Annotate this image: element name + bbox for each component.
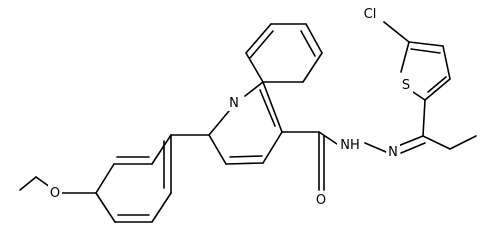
bond: [318, 131, 338, 145]
bond: [95, 163, 115, 194]
amide-nh-atom: NH: [337, 136, 363, 153]
bond: [449, 135, 477, 150]
bond: [400, 142, 426, 154]
bond: [259, 89, 276, 127]
carbonyl-oxygen-label: O: [316, 193, 326, 208]
bond: [422, 99, 426, 137]
sulfur-atom-label: S: [402, 78, 410, 93]
bond: [208, 110, 230, 136]
bond: [412, 91, 426, 101]
carbonyl-oxygen-atom: O: [314, 191, 328, 208]
bond: [397, 135, 424, 147]
bond: [408, 41, 444, 47]
bond: [427, 76, 447, 93]
hydrazone-nitrogen-atom: N: [386, 143, 400, 160]
bond: [244, 81, 264, 97]
chemical-structure-diagram: Cl S N NH N O O: [19, 5, 477, 223]
ether-oxygen-atom: O: [48, 184, 62, 201]
bond: [245, 23, 272, 54]
bond: [151, 134, 172, 165]
bond: [364, 142, 387, 153]
bond: [225, 162, 264, 165]
atom-label-layer: Cl S N NH N O O: [48, 5, 413, 208]
bond: [442, 45, 451, 80]
bond: [383, 21, 410, 43]
bond: [245, 52, 264, 83]
bond: [249, 30, 274, 59]
chlorine-atom-label: Cl: [364, 7, 377, 22]
quinoline-nitrogen-atom: N: [227, 94, 241, 111]
sulfur-atom: S: [400, 76, 413, 93]
bond: [305, 23, 323, 54]
hydrazone-nitrogen-label: N: [388, 145, 398, 160]
bond: [262, 131, 283, 164]
bond: [35, 176, 51, 188]
bond: [19, 176, 37, 191]
bond: [400, 41, 410, 73]
bond: [300, 30, 316, 57]
quinoline-nitrogen-label: N: [229, 96, 239, 111]
bond: [229, 155, 263, 158]
chlorine-atom: Cl: [360, 5, 382, 22]
bond: [302, 52, 323, 83]
bond: [422, 135, 451, 150]
ether-oxygen-label: O: [50, 186, 60, 201]
bond: [262, 81, 283, 133]
bond: [95, 192, 116, 223]
bond: [151, 192, 172, 223]
bond: [424, 78, 451, 101]
bond-layer: [19, 21, 477, 223]
bond: [410, 48, 441, 54]
amide-nh-label: NH: [340, 138, 360, 153]
bond: [208, 134, 227, 165]
